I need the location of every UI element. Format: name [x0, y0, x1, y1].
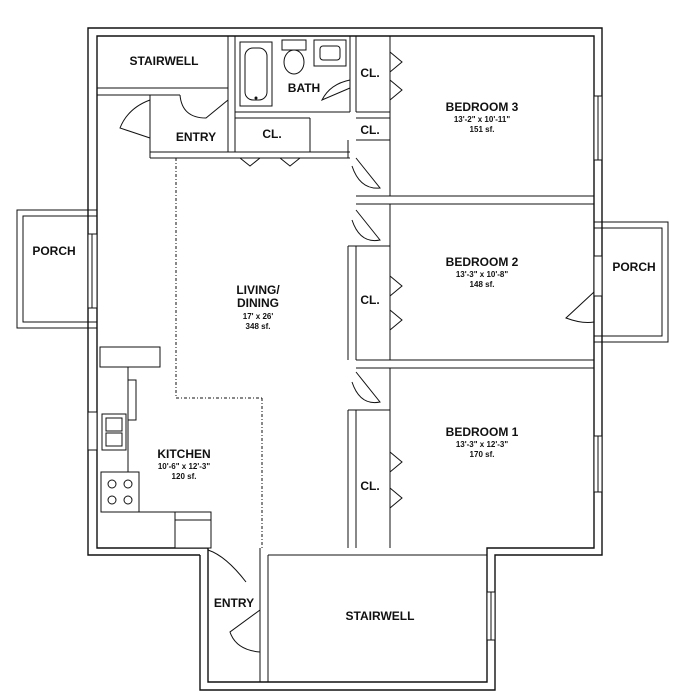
closet-b1-label: CL. [360, 479, 379, 493]
kitchen-area: 120 sf. [172, 472, 197, 481]
entry-top-label: ENTRY [176, 130, 216, 144]
interior-walls [97, 36, 594, 682]
kitchen-label: KITCHEN [157, 447, 210, 461]
closet-bath-label: CL. [360, 66, 379, 80]
bedroom1-area: 170 sf. [470, 450, 495, 459]
bedroom1-dims: 13'-3" x 12'-3" [456, 440, 509, 449]
exterior-walls [87, 27, 603, 691]
stairwell-top-label: STAIRWELL [130, 54, 199, 68]
windows [87, 95, 603, 641]
doors [119, 79, 595, 653]
porch-left-label: PORCH [32, 244, 75, 258]
bedroom3-label: BEDROOM 3 [446, 100, 519, 114]
bedroom3-dims: 13'-2" x 10'-11" [454, 115, 511, 124]
closet-b3-small-label: CL. [360, 123, 379, 137]
bath-fixtures [239, 39, 347, 107]
living-label-line2: DINING [237, 296, 279, 310]
bedroom3-area: 151 sf. [470, 125, 495, 134]
closet-b2-label: CL. [360, 293, 379, 307]
bath-label: BATH [288, 81, 320, 95]
bedroom2-area: 148 sf. [470, 280, 495, 289]
bedroom1-label: BEDROOM 1 [446, 425, 519, 439]
bedroom2-label: BEDROOM 2 [446, 255, 519, 269]
kitchen-fixtures [99, 346, 212, 549]
stairwell-bottom-label: STAIRWELL [346, 609, 415, 623]
living-label-line1: LIVING/ [236, 283, 280, 297]
kitchen-dims: 10'-6" x 12'-3" [158, 462, 211, 471]
closet-doors [239, 51, 403, 509]
bedroom2-dims: 13'-3" x 10'-8" [456, 270, 509, 279]
porches [16, 209, 669, 343]
closet-entry-label: CL. [262, 127, 281, 141]
dashed-lines [175, 158, 263, 548]
porch-right-label: PORCH [612, 260, 655, 274]
living-dims: 17' x 26' [243, 312, 274, 321]
living-area: 348 sf. [246, 322, 271, 331]
room-labels: STAIRWELL ENTRY BATH CL. CL. CL. CL. CL.… [32, 54, 655, 623]
entry-bottom-label: ENTRY [214, 596, 254, 610]
